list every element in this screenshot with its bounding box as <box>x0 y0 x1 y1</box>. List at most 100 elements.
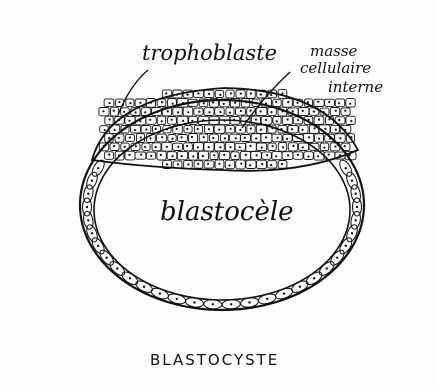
cell-nucleus <box>350 120 352 122</box>
cell-nucleus <box>307 101 309 103</box>
cell-nucleus <box>197 163 199 165</box>
cell-nucleus <box>318 119 320 121</box>
cell-nucleus <box>87 219 89 221</box>
inner-mass-cell <box>135 152 146 159</box>
cell-nucleus <box>299 286 301 288</box>
cell-nucleus <box>155 128 157 130</box>
cell-nucleus <box>249 164 251 166</box>
cell-nucleus <box>318 138 320 140</box>
cell-nucleus <box>265 119 267 121</box>
cell-nucleus <box>323 111 325 113</box>
cell-nucleus <box>104 129 106 131</box>
cell-nucleus <box>244 137 246 139</box>
cell-nucleus <box>150 102 152 104</box>
cell-nucleus <box>230 303 232 305</box>
inner-mass-cell <box>236 160 245 169</box>
inner-mass-cell <box>314 99 324 106</box>
cell-nucleus <box>223 103 225 105</box>
cell-nucleus <box>144 111 146 113</box>
cell-nucleus <box>233 119 235 121</box>
cell-nucleus <box>339 154 341 156</box>
inner-cell-mass-cells <box>99 90 356 169</box>
cell-nucleus <box>287 101 289 103</box>
inner-mass-cell <box>215 90 224 97</box>
label-trophoblast: trophoblaste <box>142 41 277 65</box>
cell-nucleus <box>192 101 194 103</box>
cell-nucleus <box>283 292 285 294</box>
inner-mass-cell <box>105 116 113 125</box>
cell-nucleus <box>91 232 93 234</box>
cell-nucleus <box>344 145 346 147</box>
cell-nucleus <box>208 111 210 113</box>
inner-mass-cell <box>184 143 193 151</box>
cell-nucleus <box>338 119 340 121</box>
cell-nucleus <box>150 155 152 157</box>
cell-nucleus <box>202 155 204 157</box>
cell-nucleus <box>350 136 352 138</box>
cell-nucleus <box>114 129 116 131</box>
cell-nucleus <box>234 155 236 157</box>
cell-nucleus <box>235 137 237 139</box>
cell-nucleus <box>149 119 151 121</box>
cell-nucleus <box>250 128 252 130</box>
cell-nucleus <box>86 206 88 208</box>
cell-nucleus <box>197 128 199 130</box>
cell-nucleus <box>229 146 231 148</box>
cell-nucleus <box>212 137 214 139</box>
cell-nucleus <box>191 120 193 122</box>
cell-nucleus <box>260 110 262 112</box>
cell-nucleus <box>356 206 358 208</box>
cell-nucleus <box>245 101 247 103</box>
cell-nucleus <box>301 129 303 131</box>
cell-nucleus <box>349 154 351 156</box>
cell-nucleus <box>108 102 110 104</box>
cell-nucleus <box>135 111 137 113</box>
cell-nucleus <box>270 164 272 166</box>
cell-nucleus <box>108 154 110 156</box>
cell-nucleus <box>223 154 225 156</box>
cell-nucleus <box>192 155 194 157</box>
cell-nucleus <box>134 129 136 131</box>
cell-nucleus <box>118 119 120 121</box>
cell-nucleus <box>128 120 130 122</box>
cell-nucleus <box>292 145 294 147</box>
cell-nucleus <box>109 118 111 120</box>
cell-nucleus <box>166 146 168 148</box>
inner-mass-cell <box>246 160 256 168</box>
cell-nucleus <box>255 119 257 121</box>
inner-mass-cell <box>204 161 214 168</box>
cell-nucleus <box>97 245 99 247</box>
cell-nucleus <box>135 145 137 147</box>
cell-nucleus <box>260 93 262 95</box>
diagram-caption: BLASTOCYSTE <box>150 351 279 369</box>
trophoblast-cell-ring <box>82 158 362 309</box>
cell-nucleus <box>140 136 142 138</box>
cell-nucleus <box>266 154 268 156</box>
cell-nucleus <box>160 154 162 156</box>
cell-nucleus <box>329 137 331 139</box>
cell-nucleus <box>261 163 263 165</box>
cell-nucleus <box>102 110 104 112</box>
cell-nucleus <box>139 120 141 122</box>
cell-nucleus <box>172 103 174 105</box>
cell-nucleus <box>91 180 93 182</box>
cell-nucleus <box>219 146 221 148</box>
cell-nucleus <box>224 119 226 121</box>
label-inner-cell-mass-line2: cellulaire <box>300 59 371 77</box>
cell-nucleus <box>261 147 263 149</box>
cell-nucleus <box>212 303 214 305</box>
inner-mass-cell <box>226 90 234 98</box>
cell-nucleus <box>187 111 189 113</box>
cell-nucleus <box>355 193 357 195</box>
cell-nucleus <box>186 128 188 130</box>
cell-nucleus <box>302 110 304 112</box>
cell-nucleus <box>144 146 146 148</box>
cell-nucleus <box>212 101 214 103</box>
cell-nucleus <box>171 138 173 140</box>
cell-nucleus <box>161 136 163 138</box>
cell-nucleus <box>202 119 204 121</box>
inner-mass-cell <box>178 135 188 142</box>
cell-nucleus <box>277 137 279 139</box>
cell-nucleus <box>118 137 120 139</box>
